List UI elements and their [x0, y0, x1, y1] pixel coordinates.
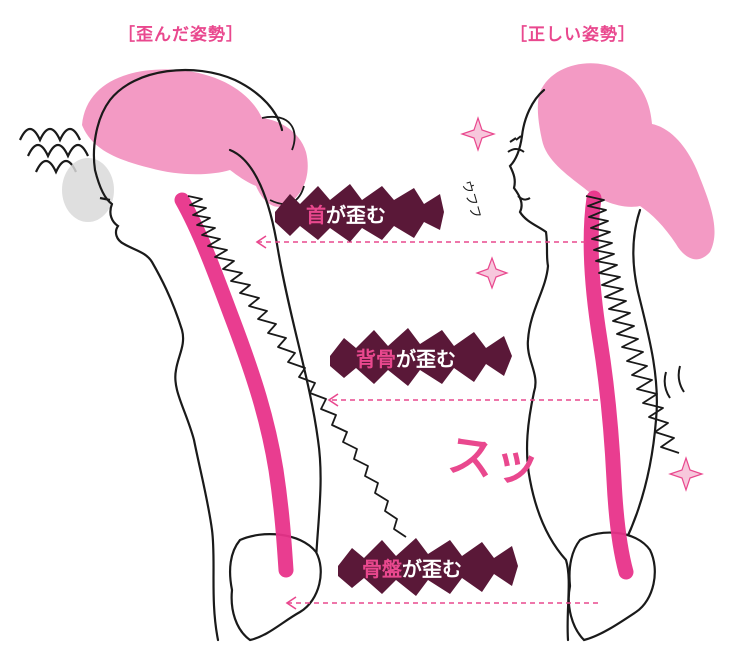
arrowhead-icon [285, 596, 297, 610]
sparkle-icon [475, 256, 509, 290]
label-pelvis-rest: が歪む [402, 557, 462, 581]
label-pelvis-accent: 骨盤 [362, 557, 403, 581]
label-neck-badge: 首が歪む [275, 184, 444, 242]
arrowhead-icon [327, 393, 339, 407]
annotation-swoosh: スッ [444, 427, 543, 493]
good-figure-eye [507, 135, 525, 153]
good-figure-spine-highlight [583, 190, 634, 580]
sparkle-icon [460, 116, 496, 152]
label-spine-rest: が歪む [396, 347, 456, 371]
good-figure-pelvis [567, 531, 656, 642]
good-posture-figure [507, 63, 715, 642]
label-neck-accent: 首 [306, 203, 326, 227]
bad-posture-figure [18, 68, 407, 642]
comparison-arrows [255, 235, 598, 610]
label-neck-rest: が歪む [326, 203, 386, 227]
good-figure-vertebrae [585, 195, 680, 454]
annotation-giggle: ウフフ [458, 179, 483, 221]
arrowhead-icon [255, 235, 267, 249]
good-figure-outline [508, 88, 570, 642]
svg-text:背骨が歪む: 背骨が歪む [356, 347, 456, 371]
label-spine-accent: 背骨 [356, 347, 396, 371]
bad-figure-hair [82, 69, 308, 207]
label-pelvis-badge: 骨盤が歪む [338, 538, 518, 596]
bad-figure-eye [99, 196, 111, 202]
label-spine-badge: 背骨が歪む [330, 328, 512, 386]
sparkle-icon [668, 456, 704, 492]
motion-swirl-icon [18, 127, 90, 175]
svg-text:首が歪む: 首が歪む [306, 203, 386, 227]
good-figure-mouth [517, 195, 531, 201]
heading-good-posture: ［正しい姿勢］ [510, 25, 636, 45]
svg-text:骨盤が歪む: 骨盤が歪む [362, 557, 462, 581]
bad-figure-vertebrae [187, 195, 407, 538]
motion-lines-icon [663, 365, 685, 399]
bad-figure-pelvis [229, 533, 322, 642]
bad-figure-outline [92, 68, 284, 642]
heading-bad-posture: ［歪んだ姿勢］ [118, 25, 244, 45]
bad-figure-spine-highlight [174, 192, 294, 578]
good-figure-hair [537, 63, 715, 260]
